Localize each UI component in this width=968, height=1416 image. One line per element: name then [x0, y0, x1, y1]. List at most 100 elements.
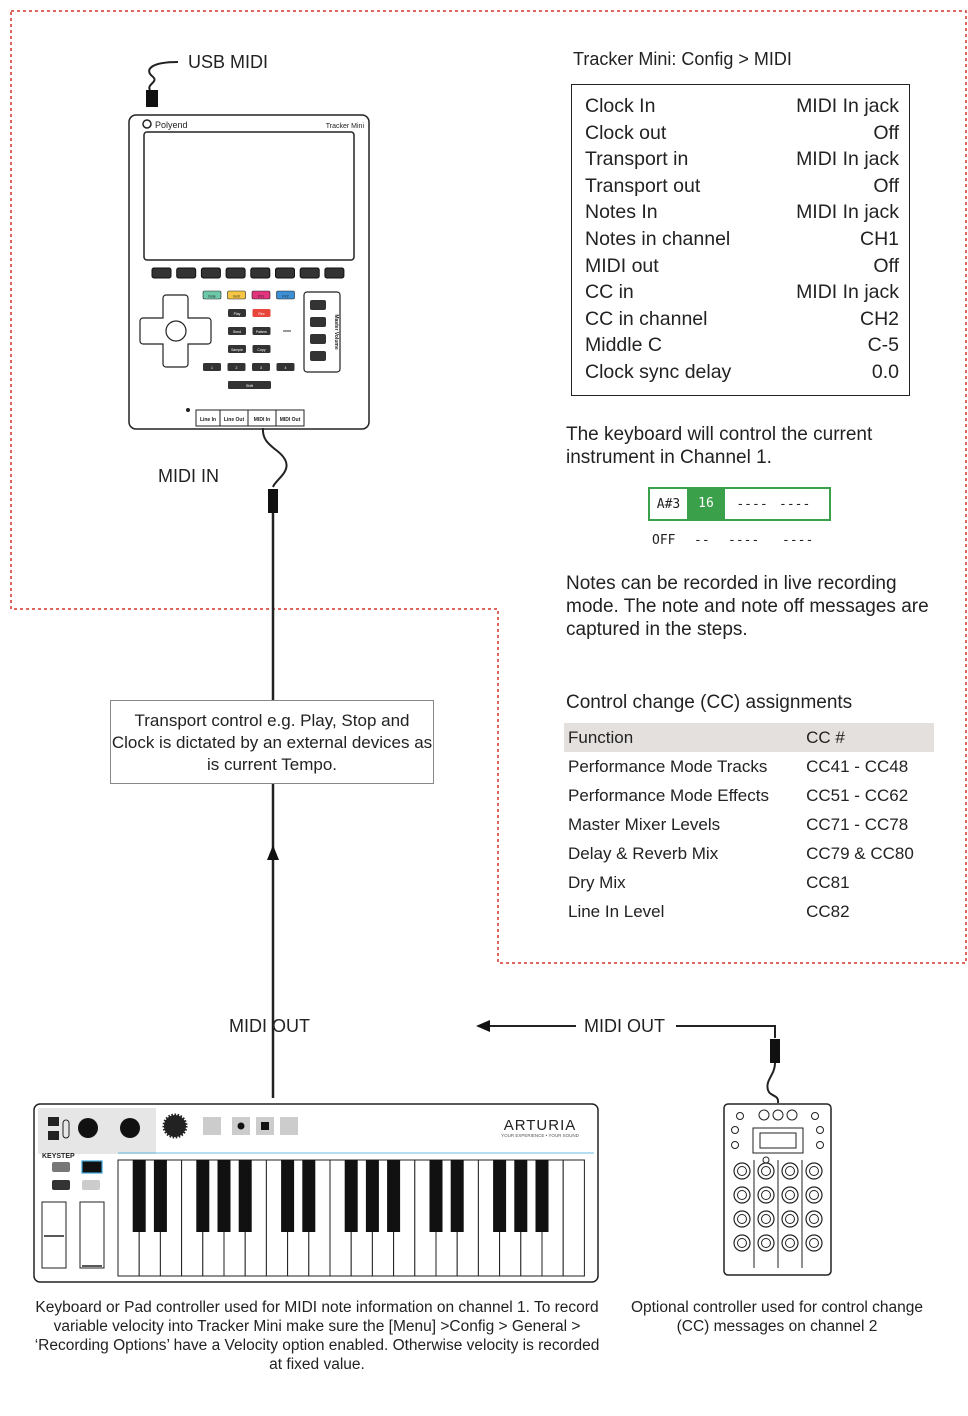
function-key — [299, 267, 320, 279]
black-key — [387, 1160, 401, 1232]
config-row-value: MIDI In jack — [796, 148, 899, 171]
controller-pad — [781, 1162, 799, 1180]
tracker-button-label: Send — [233, 330, 241, 334]
midi-in-label: MIDI IN — [158, 466, 219, 486]
usb-midi-label: USB MIDI — [188, 52, 269, 72]
function-key — [225, 267, 246, 279]
white-key — [562, 1159, 585, 1277]
controller-pad — [757, 1186, 775, 1204]
keystep-keys — [117, 1159, 585, 1277]
config-row-value: Off — [873, 174, 899, 197]
black-key — [153, 1160, 167, 1232]
config-row-value: MIDI In jack — [796, 95, 899, 117]
config-row-name: Clock out — [585, 121, 667, 144]
controller-pad — [781, 1186, 799, 1204]
config-row-name: Notes In — [585, 201, 658, 224]
controller-pad — [805, 1234, 823, 1252]
config-row-name: MIDI out — [585, 254, 659, 277]
tracker-button — [227, 363, 246, 371]
step-fx1: ---- — [736, 496, 768, 512]
tracker-button-label: Copy — [257, 348, 265, 352]
keystep-keyboard: ARTURIA YOUR EXPERIENCE • YOUR SOUND KEY… — [33, 1103, 599, 1283]
black-key — [344, 1160, 358, 1232]
cc-header-number: CC # — [802, 723, 934, 752]
function-key — [275, 267, 295, 279]
controller-pad — [805, 1162, 823, 1180]
black-key — [302, 1160, 316, 1232]
black-key — [429, 1160, 443, 1232]
tracker-area-outline — [10, 10, 967, 964]
cc-function: Performance Mode Effects — [568, 785, 769, 805]
tracker-button-label: 3 — [260, 366, 262, 370]
tracker-button-label: Instr — [233, 295, 241, 299]
controller-pad — [733, 1162, 751, 1180]
usb-cable — [146, 61, 179, 107]
keystep-brand: ARTURIA — [504, 1117, 577, 1134]
notes-paragraph: Notes can be recorded in live recording … — [566, 573, 929, 640]
function-key — [151, 267, 172, 279]
step-off-fx1: ---- — [728, 533, 760, 548]
tracker-button — [252, 309, 271, 317]
controller-pad — [805, 1186, 823, 1204]
tracker-button-label: 2 — [236, 366, 238, 370]
tracker-color-button — [251, 290, 271, 300]
transport-note: Transport control e.g. Play, Stop and Cl… — [110, 700, 434, 784]
volume-panel: Master Volume — [303, 291, 341, 373]
cc-number: CC41 - CC48 — [806, 756, 909, 776]
tracker-button — [203, 363, 221, 371]
tracker-button-label: FX1 — [258, 295, 264, 299]
config-row-value: Off — [873, 254, 899, 277]
midi-out-left-label: MIDI OUT — [229, 1016, 310, 1036]
tracker-color-button — [276, 290, 295, 300]
config-row-value: C-5 — [867, 334, 899, 357]
keystep-tagline: YOUR EXPERIENCE • YOUR SOUND — [501, 1133, 580, 1138]
tracker-button — [228, 345, 246, 353]
cc-function: Dry Mix — [568, 872, 626, 892]
controller-cable — [476, 1020, 780, 1104]
cc-number: CC79 & CC80 — [806, 843, 914, 863]
black-key — [493, 1160, 507, 1232]
config-row-value: MIDI In jack — [796, 201, 899, 224]
volume-label: Master Volume — [333, 314, 339, 349]
step-off-note: OFF — [652, 533, 676, 548]
config-title: Tracker Mini: Config > MIDI — [573, 49, 792, 69]
step-note: A#3 — [656, 496, 681, 512]
config-row-value: CH2 — [859, 307, 899, 330]
cc-header-row: Function CC # — [564, 723, 934, 752]
controller-pads — [733, 1156, 823, 1268]
step-row-off: OFF -- ---- ---- — [652, 533, 828, 548]
midi-in-cable — [261, 427, 288, 1098]
port-label: MIDI Out — [280, 417, 301, 423]
tracker-button-label: Sample — [231, 348, 243, 352]
controller-pad — [757, 1210, 775, 1228]
midi-out-right-label: MIDI OUT — [584, 1016, 665, 1036]
config-row-value: 0.0 — [871, 360, 899, 383]
tracker-button-label: Note — [208, 295, 215, 299]
config-row-value: MIDI In jack — [796, 281, 899, 304]
tracker-function-keys — [151, 267, 345, 279]
controller-pad — [733, 1234, 751, 1252]
config-row-name: Transport out — [585, 174, 701, 197]
keyboard-note: The keyboard will control the current in… — [566, 424, 873, 468]
tracker-color-button — [227, 290, 246, 300]
tracker-button-label: Rec — [258, 312, 264, 316]
black-key — [514, 1160, 528, 1232]
tracker-screen — [143, 131, 355, 261]
config-row: MIDI out Off — [585, 253, 899, 280]
port-label: Line In — [200, 417, 216, 423]
cc-header-function: Function — [564, 723, 803, 752]
